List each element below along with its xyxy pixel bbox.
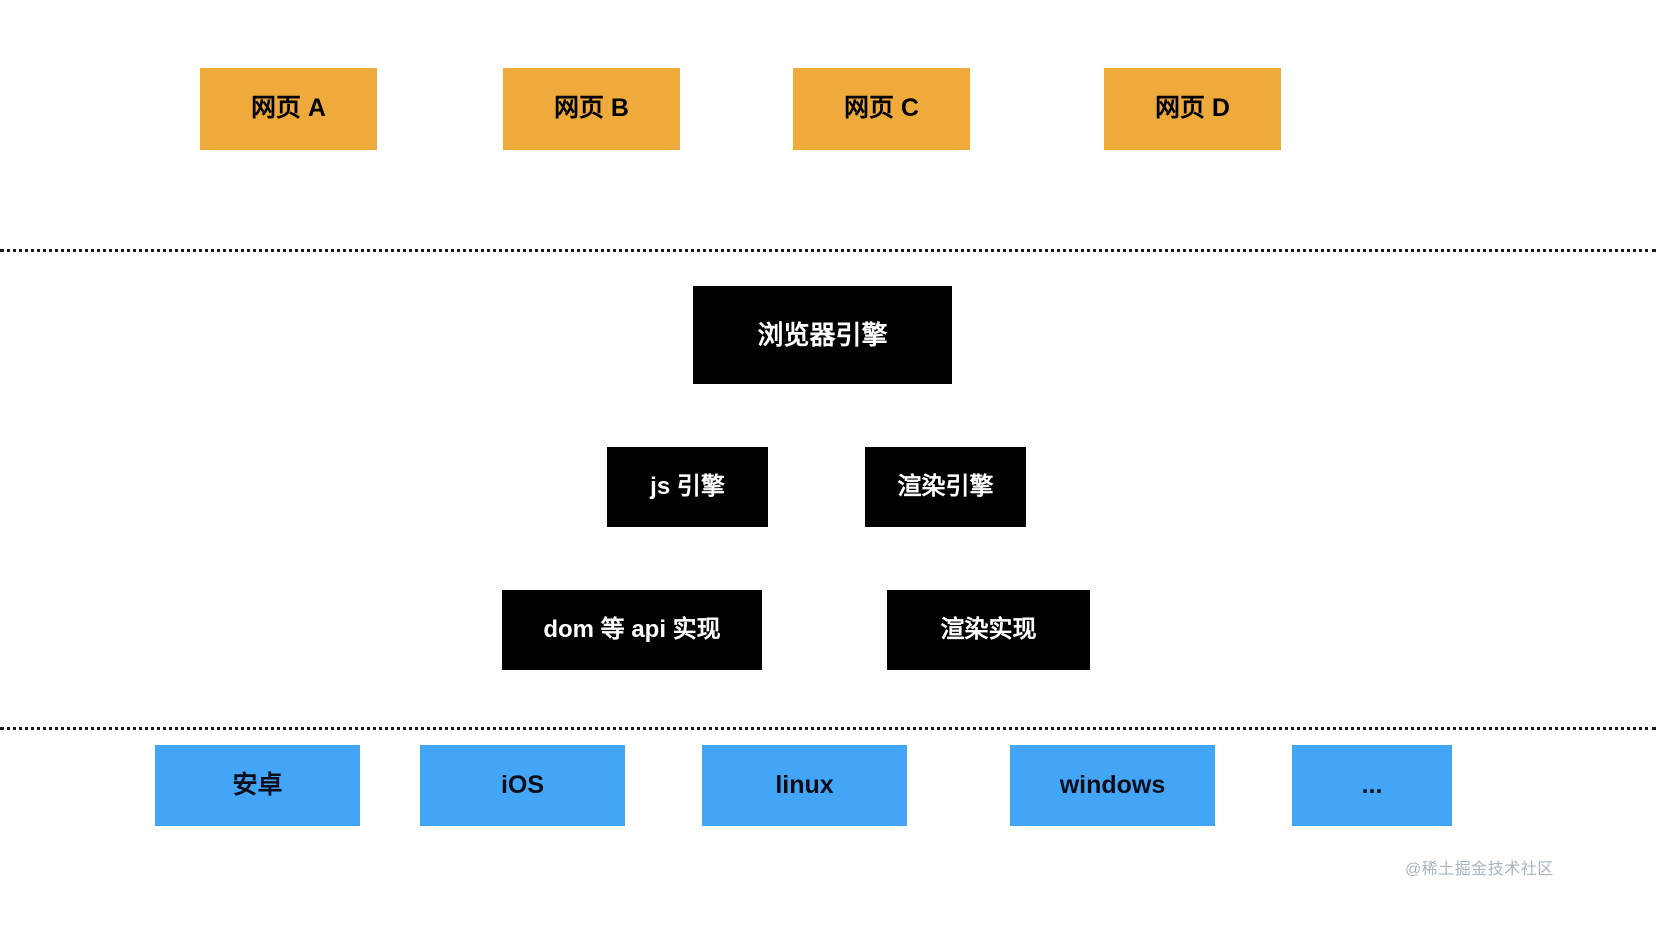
js-engine-box: js 引擎 [607, 447, 768, 527]
render-engine-box: 渲染引擎 [865, 447, 1026, 527]
page-box-d: 网页 D [1104, 68, 1281, 150]
watermark: @稀土掘金技术社区 [1405, 861, 1554, 878]
page-box-c: 网页 C [793, 68, 970, 150]
dom-api-impl-label: dom 等 api 实现 [543, 615, 721, 643]
divider-pages-engine [0, 249, 1656, 252]
browser-engine-box: 浏览器引擎 [693, 286, 952, 384]
page-box-b-label: 网页 B [553, 94, 629, 123]
os-box-linux: linux [702, 745, 907, 826]
os-box-android: 安卓 [155, 745, 360, 826]
render-impl-label: 渲染实现 [940, 615, 1037, 643]
dom-api-impl-box: dom 等 api 实现 [502, 590, 762, 670]
render-engine-label: 渲染引擎 [897, 472, 994, 500]
page-box-a: 网页 A [200, 68, 377, 150]
os-box-windows: windows [1010, 745, 1215, 826]
browser-engine-label: 浏览器引擎 [757, 319, 888, 350]
js-engine-label: js 引擎 [650, 472, 725, 500]
render-impl-box: 渲染实现 [887, 590, 1090, 670]
os-box-more: ... [1292, 745, 1452, 826]
os-box-ios: iOS [420, 745, 625, 826]
os-box-more-label: ... [1361, 770, 1383, 799]
os-box-windows-label: windows [1059, 770, 1166, 799]
divider-engine-os [0, 727, 1656, 730]
page-box-b: 网页 B [503, 68, 680, 150]
os-box-android-label: 安卓 [232, 770, 283, 799]
page-box-c-label: 网页 C [843, 94, 919, 123]
os-box-ios-label: iOS [500, 770, 545, 799]
os-box-linux-label: linux [775, 770, 834, 799]
page-box-a-label: 网页 A [250, 94, 326, 123]
page-box-d-label: 网页 D [1154, 94, 1230, 123]
